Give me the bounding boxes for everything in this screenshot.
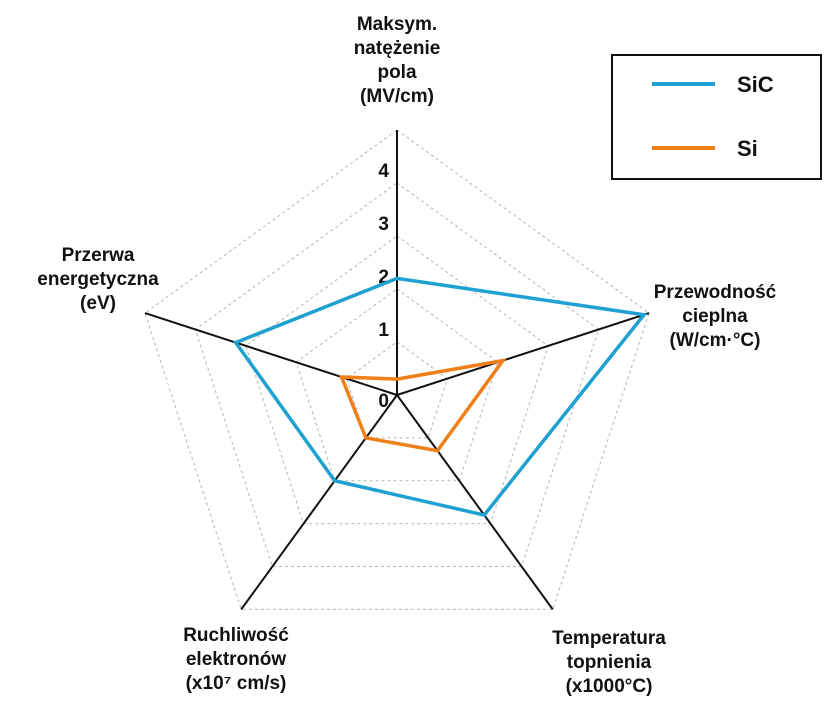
tick-label: 2 bbox=[378, 267, 389, 288]
axis-label-line: (eV) bbox=[80, 293, 116, 314]
axis-label-line: pola bbox=[377, 62, 416, 83]
tick-label: 3 bbox=[378, 214, 389, 235]
axis-line-1 bbox=[396, 312, 650, 396]
axis-label-line: elektronów bbox=[186, 649, 287, 670]
axis-line-3 bbox=[240, 394, 398, 610]
axis-line-2 bbox=[396, 394, 554, 610]
tick-label: 0 bbox=[378, 391, 389, 412]
series-sic-polygon bbox=[232, 276, 648, 518]
grid-ring-5 bbox=[144, 129, 650, 610]
axis-label-4: Przerwa energetyczna (eV) bbox=[37, 245, 159, 314]
axis-label-line: energetyczna bbox=[37, 269, 159, 290]
axis-label-line: topnienia bbox=[567, 652, 652, 673]
radar-tick-labels: 0 1 2 3 4 bbox=[378, 161, 389, 412]
axis-label-line: Ruchliwość bbox=[183, 625, 289, 646]
legend: SiC Si bbox=[611, 54, 822, 180]
axis-line-4 bbox=[144, 312, 398, 396]
axis-label-line: cieplna bbox=[682, 306, 748, 327]
tick-label: 1 bbox=[378, 320, 389, 341]
legend-label-si: Si bbox=[737, 136, 758, 161]
grid-ring-2 bbox=[295, 288, 499, 482]
radar-grid bbox=[144, 129, 650, 610]
axis-label-line: (x10⁷ cm/s) bbox=[186, 673, 287, 694]
axis-label-line: Maksym. bbox=[357, 14, 437, 35]
grid-ring-1 bbox=[346, 341, 448, 439]
axis-label-line: Temperatura bbox=[552, 628, 666, 649]
legend-box bbox=[611, 54, 822, 180]
grid-ring-4 bbox=[194, 182, 600, 568]
axis-label-line: (W/cm·°C) bbox=[670, 330, 761, 351]
tick-label: 4 bbox=[378, 161, 389, 182]
axis-label-line: Przewodność bbox=[654, 282, 777, 303]
radar-series bbox=[232, 276, 648, 518]
axis-label-1: Przewodność cieplna (W/cm·°C) bbox=[654, 282, 777, 351]
axis-label-line: (MV/cm) bbox=[360, 86, 434, 107]
axis-label-2: Temperatura topnienia (x1000°C) bbox=[552, 628, 666, 697]
axis-label-0: Maksym. natężenie pola (MV/cm) bbox=[354, 14, 441, 107]
radar-axis-labels: Maksym. natężenie pola (MV/cm) Przewodność ci… bbox=[37, 14, 776, 697]
series-si-polygon bbox=[338, 358, 507, 453]
axis-label-line: Przerwa bbox=[62, 245, 135, 266]
axis-label-3: Ruchliwość elektronów (x10⁷ cm/s) bbox=[183, 625, 289, 694]
axis-label-line: (x1000°C) bbox=[566, 676, 653, 697]
legend-label-sic: SiC bbox=[737, 72, 774, 97]
radar-axes bbox=[144, 130, 650, 610]
axis-label-line: natężenie bbox=[354, 38, 441, 59]
